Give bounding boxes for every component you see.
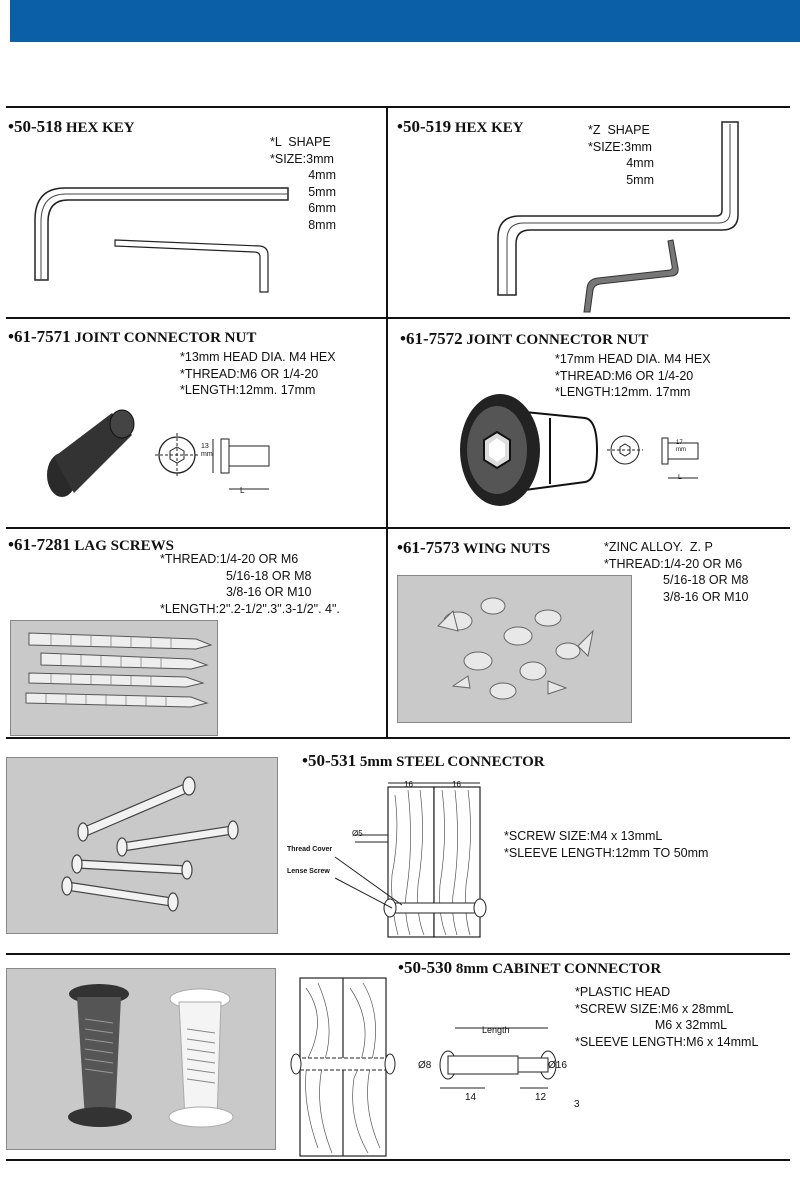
product-specs-50-519: *Z SHAPE *SIZE:3mm 4mm 5mm <box>588 123 654 187</box>
product-specs-61-7571: *13mm HEAD DIA. M4 HEX *THREAD:M6 OR 1/4… <box>180 350 336 397</box>
divider <box>6 737 790 739</box>
product-title-61-7573: •61-7573 WING NUTS <box>397 538 551 557</box>
dim-16a: 16 <box>404 780 413 789</box>
joint-nut-photo <box>47 409 135 497</box>
dim-d5: Ø5 <box>352 829 363 838</box>
product-title-50-519: •50-519 HEX KEY <box>397 117 524 136</box>
dim-length: Length <box>482 1025 510 1035</box>
steel-connector-diagram <box>334 782 487 938</box>
divider <box>6 527 790 529</box>
divider <box>6 1159 790 1161</box>
product-specs-61-7281: *THREAD:1/4-20 OR M6 5/16-18 OR M8 3/8-1… <box>160 552 340 616</box>
dim-d16: Ø16 <box>548 1060 567 1071</box>
column-divider <box>386 527 388 737</box>
dim-l-2: L <box>678 474 682 481</box>
divider <box>6 317 790 319</box>
column-divider <box>386 106 388 527</box>
dim-16b: 16 <box>452 780 461 789</box>
steel-connector-photo <box>6 757 278 934</box>
divider <box>6 953 790 955</box>
dim-3: 3 <box>574 1099 580 1110</box>
product-title-50-531: •50-531 5mm STEEL CONNECTOR <box>302 751 545 770</box>
product-title-61-7572: •61-7572 JOINT CONNECTOR NUT <box>400 329 649 348</box>
cabinet-wood-diagram <box>290 977 396 1157</box>
lense-screw-label: Lense Screw <box>287 868 330 875</box>
z-hex-key-drawing <box>497 121 739 313</box>
product-title-61-7281: •61-7281 LAG SCREWS <box>8 535 174 554</box>
product-specs-61-7572: *17mm HEAD DIA. M4 HEX *THREAD:M6 OR 1/4… <box>555 352 711 399</box>
product-specs-50-531: *SCREW SIZE:M4 x 13mmL *SLEEVE LENGTH:12… <box>504 829 709 860</box>
joint-nut-17-drawing <box>460 394 599 506</box>
dim-12: 12 <box>535 1092 547 1103</box>
dim-l: L <box>240 486 245 495</box>
cabinet-connector-diagram <box>439 1027 557 1089</box>
dim-13mm: 13 mm <box>201 443 213 458</box>
product-specs-61-7573: *ZINC ALLOY. Z. P *THREAD:1/4-20 OR M6 5… <box>604 540 749 604</box>
product-title-50-518: •50-518 HEX KEY <box>8 117 135 136</box>
dim-14: 14 <box>465 1092 477 1103</box>
l-hex-key-drawing <box>34 187 289 293</box>
joint-nut-diagram <box>155 433 270 490</box>
joint-nut-17-diagram <box>607 435 699 479</box>
lag-screws-photo <box>10 620 218 736</box>
wing-nuts-photo <box>397 575 632 723</box>
product-specs-50-530: *PLASTIC HEAD *SCREW SIZE:M6 x 28mmL M6 … <box>575 985 759 1049</box>
product-title-61-7571: •61-7571 JOINT CONNECTOR NUT <box>8 327 257 346</box>
dim-d8: Ø8 <box>418 1060 432 1071</box>
product-specs-50-518: *L SHAPE *SIZE:3mm 4mm 5mm 6mm 8mm <box>270 135 336 232</box>
cabinet-connector-photo <box>6 968 276 1150</box>
dim-17mm: 17 mm <box>676 440 686 453</box>
divider <box>6 106 790 108</box>
thread-cover-label: Thread Cover <box>287 846 333 853</box>
header-banner <box>10 0 800 42</box>
product-title-50-530: •50-530 8mm CABINET CONNECTOR <box>398 958 662 977</box>
